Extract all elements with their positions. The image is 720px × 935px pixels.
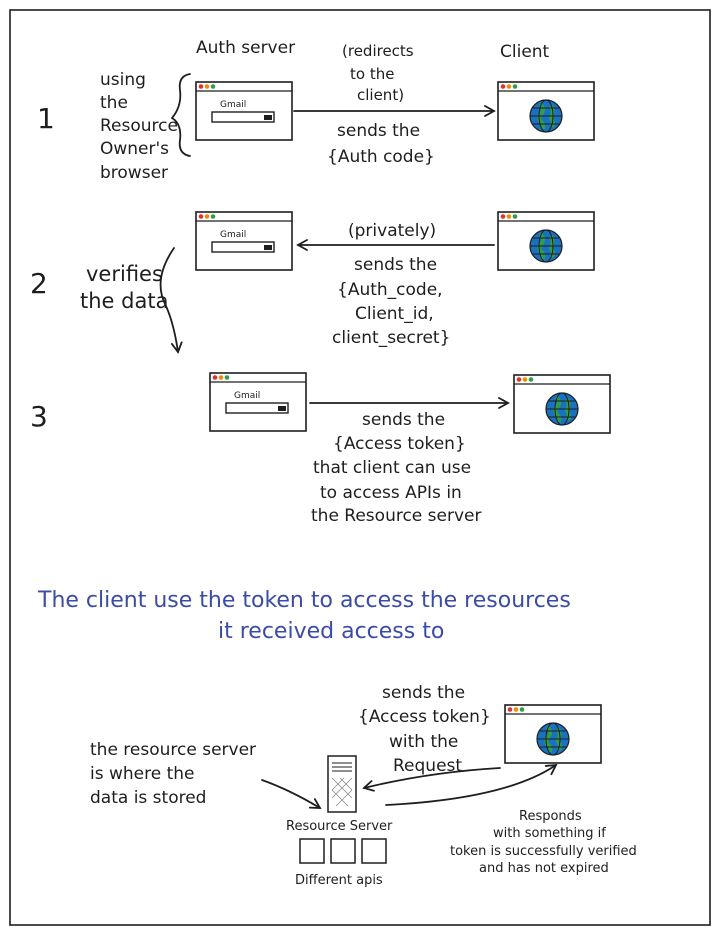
svg-text:{Access token}: {Access token} [358, 707, 491, 727]
step1-redirect-note: (redirects to the client) [342, 42, 414, 104]
gmail-logo: Gmail [220, 230, 246, 240]
svg-text:data is stored: data is stored [90, 788, 206, 808]
server-icon [327, 755, 357, 813]
summary-line-2: it received access to [218, 619, 444, 644]
svg-text:sends the: sends the [382, 683, 465, 703]
svg-text:the data: the data [80, 289, 168, 313]
step-number-2: 2 [30, 267, 48, 300]
response-arrow [385, 763, 558, 806]
api-box-3 [361, 838, 387, 864]
step-number-1: 1 [37, 102, 55, 135]
api-boxes [299, 838, 387, 864]
svg-text:the resource server: the resource server [90, 740, 256, 760]
svg-text:sends the: sends the [337, 121, 420, 141]
svg-text:sends the: sends the [354, 255, 437, 275]
client-browser-1 [496, 80, 596, 142]
auth-server-browser-1: Gmail [195, 81, 293, 141]
svg-text:client): client) [357, 86, 404, 104]
svg-text:{Access token}: {Access token} [333, 434, 466, 454]
svg-text:Resource: Resource [100, 116, 178, 136]
svg-text:using: using [100, 70, 146, 90]
svg-text:and has not expired: and has not expired [479, 861, 609, 876]
step1-side-note: using the Resource Owner's browser [100, 70, 178, 183]
step3-sends-note: sends the {Access token} that client can… [311, 410, 481, 526]
client-browser-3 [512, 373, 612, 435]
api-box-1 [299, 838, 325, 864]
svg-text:{Auth_code,: {Auth_code, [337, 280, 443, 300]
step1-sends-note: sends the {Auth code} [327, 121, 435, 167]
svg-text:the Resource server: the Resource server [311, 506, 481, 526]
svg-text:is where the: is where the [90, 764, 195, 784]
auth-server-header: Auth server [196, 38, 295, 58]
auth-server-browser-3: Gmail [209, 372, 307, 432]
svg-text:(redirects: (redirects [342, 42, 414, 60]
curly-brace [171, 73, 191, 157]
svg-text:Client_id,: Client_id, [355, 304, 434, 324]
gmail-logo: Gmail [220, 100, 246, 110]
svg-text:to access APIs in: to access APIs in [320, 483, 462, 503]
svg-text:the: the [100, 93, 128, 113]
request-note: sends the {Access token} with the Reques… [358, 683, 491, 776]
svg-text:token is successfully verified: token is successfully verified [450, 844, 637, 859]
verify-loop-arrow [159, 247, 183, 354]
response-note: Responds with something if token is succ… [450, 809, 637, 876]
step2-verifies-note: verifies the data [80, 262, 168, 313]
svg-text:to the: to the [350, 65, 394, 83]
api-box-2 [330, 838, 356, 864]
resource-note-arrow [261, 779, 322, 809]
gmail-logo: Gmail [234, 391, 260, 401]
svg-text:client_secret}: client_secret} [332, 328, 450, 348]
summary-line-1: The client use the token to access the r… [37, 588, 571, 613]
svg-text:that client can use: that client can use [313, 458, 471, 478]
apis-label: Different apis [295, 873, 383, 888]
client-header: Client [500, 42, 550, 62]
svg-text:Responds: Responds [519, 809, 582, 824]
svg-text:browser: browser [100, 163, 168, 183]
svg-text:sends the: sends the [362, 410, 445, 430]
step2-sends-note: sends the {Auth_code, Client_id, client_… [332, 255, 450, 348]
svg-text:verifies: verifies [86, 262, 163, 286]
svg-text:with something if: with something if [493, 826, 606, 841]
resource-note: the resource server is where the data is… [90, 740, 256, 808]
request-arrow [362, 767, 501, 792]
svg-text:with the: with the [389, 732, 458, 752]
auth-server-browser-2: Gmail [195, 211, 293, 271]
svg-text:Request: Request [393, 756, 462, 776]
client-browser-4 [503, 703, 603, 765]
client-browser-2 [496, 210, 596, 272]
server-label: Resource Server [286, 819, 393, 834]
svg-text:Owner's: Owner's [100, 139, 169, 159]
step2-privately-note: (privately) [348, 221, 436, 241]
step-number-3: 3 [30, 400, 48, 433]
svg-text:{Auth code}: {Auth code} [327, 147, 435, 167]
page-frame [9, 9, 711, 926]
